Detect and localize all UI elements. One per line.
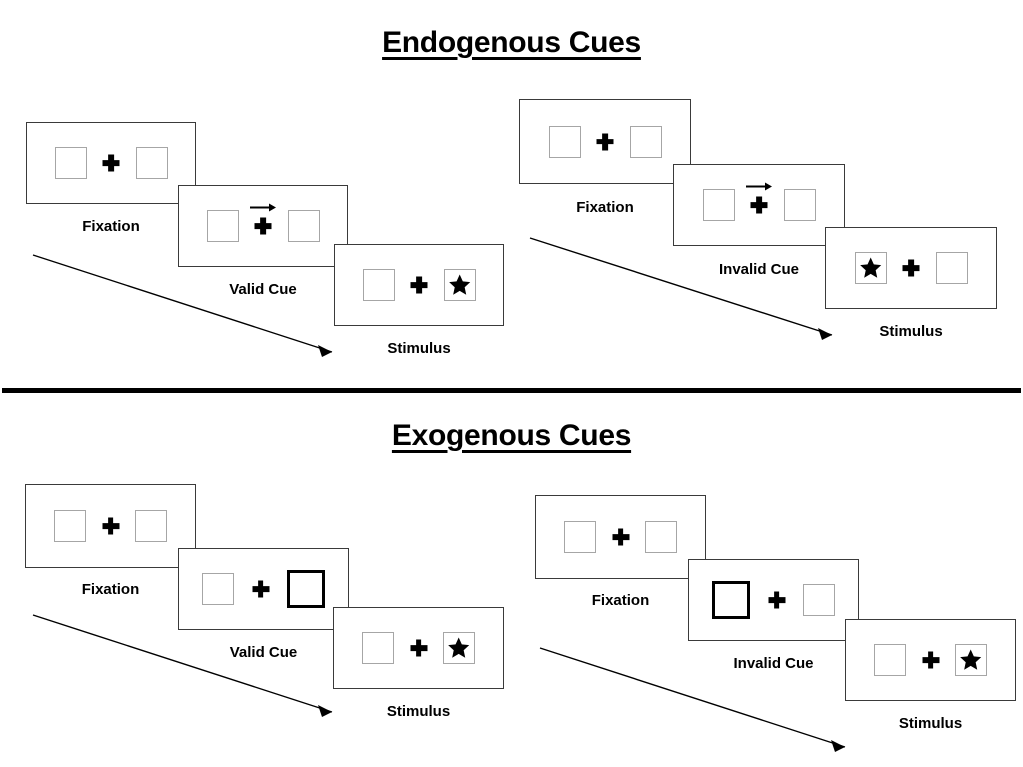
panel-endogenous-invalid-fixation (519, 99, 691, 184)
placeholder-box-right (935, 252, 968, 284)
section-divider (2, 388, 1021, 393)
placeholder-box-right (629, 125, 662, 158)
caption-exogenous-invalid-stimulus: Stimulus (898, 715, 963, 732)
caption-exogenous-valid-cue: Valid Cue (229, 644, 298, 661)
caption-endogenous-invalid-cue: Invalid Cue (718, 261, 800, 278)
caption-endogenous-valid-fixation: Fixation (82, 218, 140, 235)
placeholder-box-right (783, 189, 816, 221)
star-target-icon (859, 257, 882, 279)
fixation-cross-icon (250, 203, 276, 235)
caption-endogenous-invalid-fixation: Fixation (576, 199, 634, 216)
panel-content (548, 125, 662, 158)
panel-exogenous-valid-fixation (25, 484, 196, 568)
panel-content (54, 510, 167, 542)
placeholder-box-right (443, 632, 475, 664)
arrow-right-cue-icon (250, 203, 276, 211)
placeholder-box-left (54, 510, 86, 542)
placeholder-box-left (548, 125, 581, 158)
panel-content (874, 644, 987, 676)
panel-endogenous-invalid-cue (673, 164, 845, 246)
fixation-cross-icon (102, 518, 119, 535)
panel-content (702, 182, 816, 221)
placeholder-box-left (874, 644, 906, 676)
section-title-exogenous: Exogenous Cues (391, 419, 632, 452)
caption-endogenous-invalid-stimulus: Stimulus (879, 323, 943, 340)
fixation-cross-icon (597, 133, 614, 150)
panel-exogenous-valid-stimulus (333, 607, 504, 689)
panel-endogenous-valid-fixation (26, 122, 196, 204)
panel-content (854, 252, 968, 284)
panel-content (564, 521, 677, 553)
fixation-cross-icon (922, 652, 939, 669)
fixation-cross-icon (612, 529, 629, 546)
placeholder-box-left (362, 632, 394, 664)
fixation-cross-icon (410, 640, 427, 657)
placeholder-box-left (854, 252, 887, 284)
caption-exogenous-invalid-fixation: Fixation (591, 592, 650, 609)
panel-content (206, 203, 320, 242)
caption-exogenous-valid-fixation: Fixation (81, 581, 140, 598)
star-target-icon (448, 274, 471, 296)
placeholder-box-right (443, 269, 476, 301)
panel-exogenous-invalid-fixation (535, 495, 706, 579)
fixation-cross-icon (746, 182, 772, 214)
placeholder-box-left (54, 147, 87, 179)
fixation-cross-icon (252, 581, 269, 598)
placeholder-box-right (955, 644, 987, 676)
placeholder-box-left (362, 269, 395, 301)
panel-content (202, 570, 325, 608)
placeholder-box-right (135, 147, 168, 179)
panel-endogenous-valid-stimulus (334, 244, 504, 326)
caption-exogenous-invalid-cue: Invalid Cue (733, 655, 814, 672)
panel-content (362, 632, 475, 664)
fixation-cross-icon (903, 260, 920, 277)
caption-endogenous-valid-stimulus: Stimulus (387, 340, 451, 357)
placeholder-box-right (287, 210, 320, 242)
section-title-endogenous: Endogenous Cues (382, 26, 641, 59)
caption-endogenous-valid-cue: Valid Cue (229, 281, 297, 298)
panel-endogenous-valid-cue (178, 185, 348, 267)
cue-box-right (287, 570, 325, 608)
star-target-icon (448, 637, 470, 659)
fixation-cross-icon (768, 592, 785, 609)
fixation-cross-icon (411, 277, 428, 294)
fixation-cross-icon (103, 155, 120, 172)
panel-content (362, 269, 476, 301)
panel-exogenous-valid-cue (178, 548, 349, 630)
panel-endogenous-invalid-stimulus (825, 227, 997, 309)
flow-arrow-exogenous-invalid (539, 647, 846, 752)
placeholder-box-left (206, 210, 239, 242)
caption-exogenous-valid-stimulus: Stimulus (386, 703, 451, 720)
placeholder-box-right (645, 521, 677, 553)
star-target-icon (960, 649, 982, 671)
panel-exogenous-invalid-cue (688, 559, 859, 641)
arrow-right-cue-icon (746, 182, 772, 190)
placeholder-box-right (135, 510, 167, 542)
cue-box-left (712, 581, 750, 619)
panel-content (54, 147, 168, 179)
placeholder-box-left (564, 521, 596, 553)
placeholder-box-left (702, 189, 735, 221)
placeholder-box-left (202, 573, 234, 605)
panel-content (712, 581, 835, 619)
placeholder-box-right (803, 584, 835, 616)
panel-exogenous-invalid-stimulus (845, 619, 1016, 701)
